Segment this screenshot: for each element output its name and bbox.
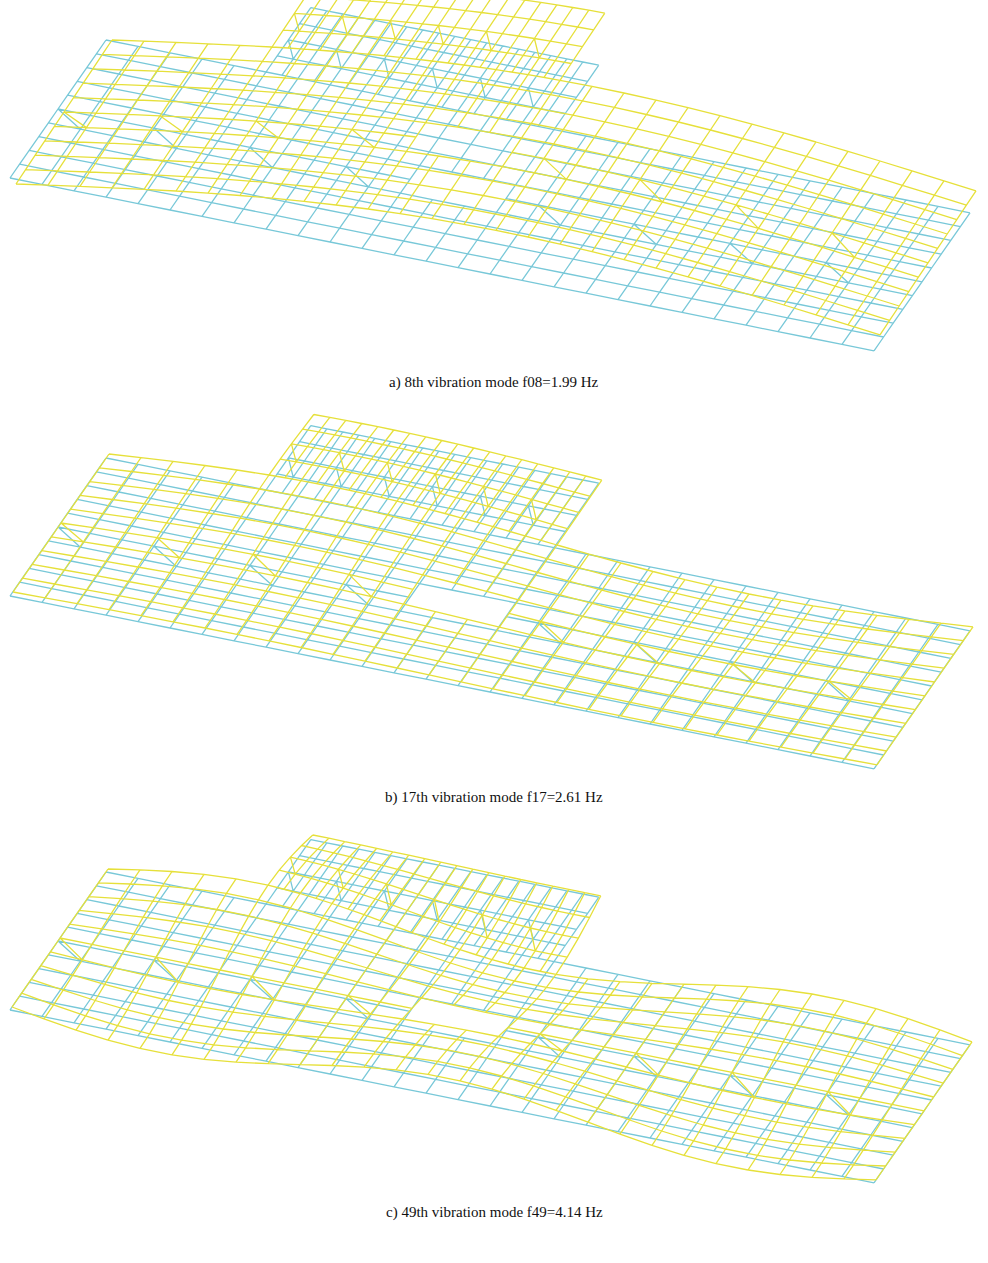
mode-shape-panel: [10, 0, 976, 351]
figure-caption: a) 8th vibration mode f08=1.99 Hz: [387, 374, 600, 391]
deformed-mesh: [16, 0, 976, 335]
figure-caption: c) 49th vibration mode f49=4.14 Hz: [384, 1204, 605, 1221]
mode-shape-panel: [10, 415, 973, 769]
figure-caption: b) 17th vibration mode f17=2.61 Hz: [383, 789, 605, 806]
deformed-mesh: [12, 835, 972, 1180]
undeformed-mesh: [10, 840, 970, 1183]
deformed-mesh: [13, 415, 973, 765]
mode-shape-panel: [10, 835, 972, 1183]
